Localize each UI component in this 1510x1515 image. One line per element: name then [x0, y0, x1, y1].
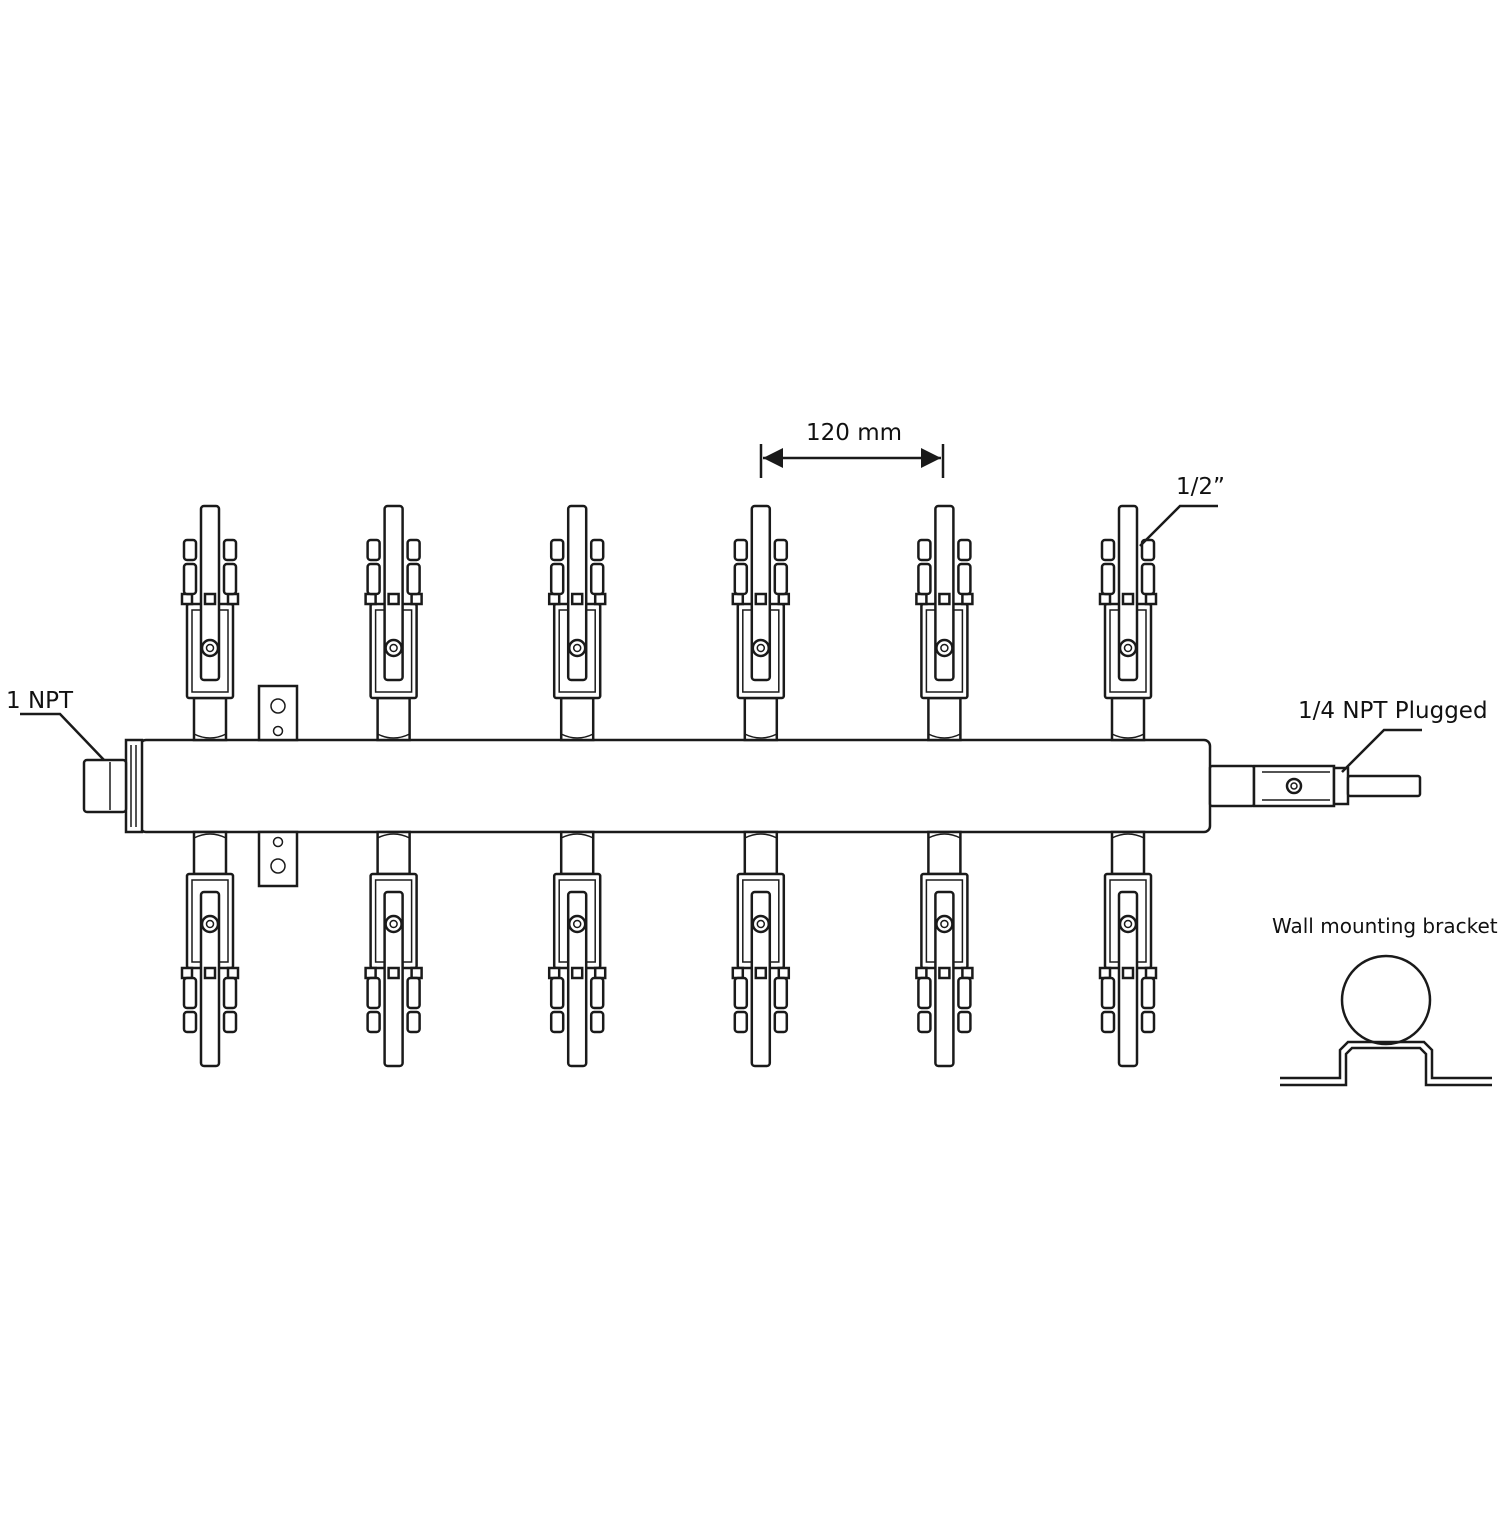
label-end-plug: 1/4 NPT Plugged [1298, 698, 1488, 724]
label-inlet: 1 NPT [6, 688, 74, 714]
inlet-fitting [82, 738, 144, 834]
leader-port [1139, 504, 1218, 547]
outlet-top-2 [364, 504, 423, 742]
label-spacing: 120 mm [806, 420, 903, 446]
outlets-bottom [180, 830, 1158, 1068]
outlet-bottom-6 [1098, 830, 1158, 1068]
mounting-strap-bottom [257, 830, 299, 888]
manifold-body [138, 738, 1212, 834]
leader-inlet [20, 712, 105, 761]
outlet-bottom-1 [180, 830, 240, 1068]
dimension-120mm [759, 444, 945, 478]
label-bracket: Wall mounting bracket [1272, 914, 1498, 938]
outlet-top-6 [1098, 504, 1158, 742]
wall-bracket-detail [1280, 954, 1492, 1087]
outlet-bottom-4 [731, 830, 791, 1068]
outlets-top [180, 504, 1158, 742]
outlet-bottom-5 [915, 830, 974, 1068]
outlet-top-4 [731, 504, 791, 742]
leader-plug [1341, 728, 1422, 773]
outlet-top-3 [547, 504, 607, 742]
outlet-top-1 [180, 504, 240, 742]
end-plug-assembly [1208, 764, 1422, 808]
outlet-top-5 [915, 504, 974, 742]
outlet-bottom-3 [547, 830, 607, 1068]
mounting-strap-top [257, 684, 299, 742]
outlet-bottom-2 [364, 830, 423, 1068]
label-port-size: 1/2” [1176, 474, 1225, 500]
